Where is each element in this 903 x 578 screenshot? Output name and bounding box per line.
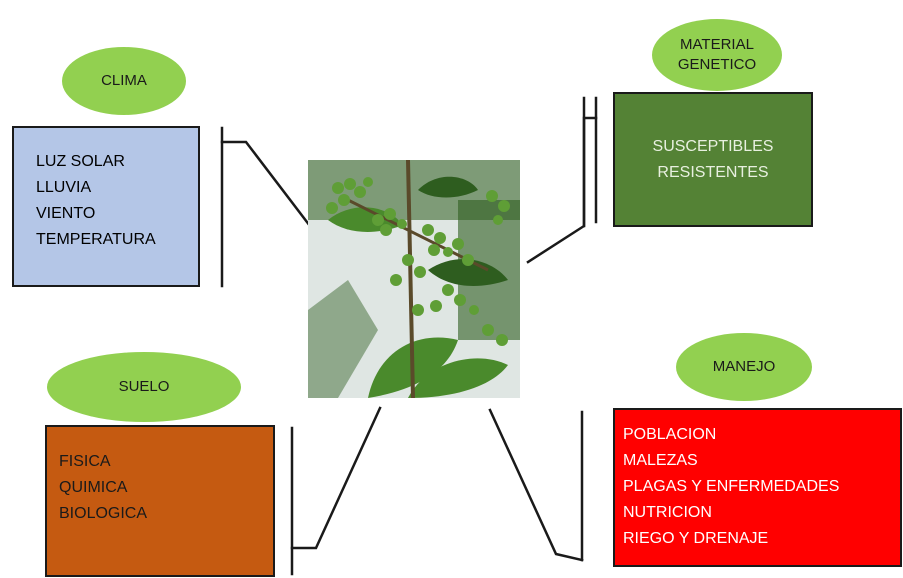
manejo-item: MALEZAS [623, 452, 698, 469]
suelo-item: QUIMICA [59, 479, 128, 496]
manejo-connector [488, 408, 584, 562]
genetico-item: SUSCEPTIBLES [652, 138, 774, 155]
clima-ellipse: CLIMA [62, 47, 186, 115]
clima-connector [220, 140, 312, 228]
genetico-title-line2: GENETICO [677, 56, 757, 73]
genetico-ellipse: MATERIAL GENETICO [652, 19, 782, 91]
suelo-connector [290, 406, 382, 550]
genetico-title-line1: MATERIAL [680, 36, 754, 53]
clima-title: CLIMA [101, 72, 147, 89]
clima-item: TEMPERATURA [36, 231, 156, 248]
suelo-item: BIOLOGICA [59, 505, 148, 522]
suelo-item: FISICA [59, 453, 111, 470]
coffee-plant-icon [308, 160, 520, 398]
suelo-ellipse: SUELO [47, 352, 241, 422]
coffee-plant-photo [308, 160, 520, 398]
clima-item: VIENTO [36, 205, 96, 222]
clima-box: LUZ SOLAR LLUVIA VIENTO TEMPERATURA [12, 126, 200, 287]
manejo-item: RIEGO Y DRENAJE [623, 530, 769, 547]
manejo-item: PLAGAS Y ENFERMEDADES [623, 478, 840, 495]
genetico-connector [526, 116, 598, 264]
manejo-item: POBLACION [623, 426, 717, 443]
clima-item: LLUVIA [36, 179, 92, 196]
manejo-ellipse: MANEJO [676, 333, 812, 401]
manejo-title: MANEJO [712, 358, 776, 375]
manejo-item: NUTRICION [623, 504, 712, 521]
manejo-box: POBLACION MALEZAS PLAGAS Y ENFERMEDADES … [613, 408, 902, 567]
genetico-box: SUSCEPTIBLES RESISTENTES [613, 92, 813, 227]
genetico-item: RESISTENTES [657, 164, 769, 181]
suelo-box: FISICA QUIMICA BIOLOGICA [45, 425, 275, 577]
clima-item: LUZ SOLAR [36, 153, 125, 170]
suelo-title: SUELO [118, 378, 170, 395]
